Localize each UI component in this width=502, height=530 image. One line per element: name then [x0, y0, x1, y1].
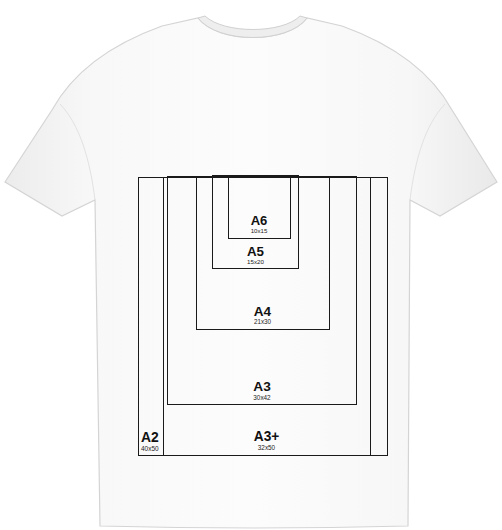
size-label-group: A515x20 — [213, 245, 298, 265]
size-dimensions: 10x15 — [229, 228, 290, 235]
size-dimensions: 30x42 — [168, 394, 356, 401]
size-label-group: A3+32x50 — [164, 430, 370, 451]
size-name: A6 — [229, 214, 290, 227]
print-area-box: A240x50A3+32x50A330x42A421x30A515x20A610… — [138, 177, 388, 456]
sleeve-seam — [410, 104, 445, 200]
size-dimensions: 15x20 — [213, 258, 298, 265]
size-dimensions: 21x30 — [197, 318, 329, 325]
print-area-box: A3+32x50 A330x42 A421x30 A515x20 A610x15 — [163, 177, 371, 456]
size-label-group: A421x30 — [197, 305, 329, 326]
tshirt-body — [5, 18, 497, 528]
size-label-group: A330x42 — [168, 380, 356, 401]
print-area-box: A330x42 A421x30 A515x20 A610x15 — [167, 176, 357, 405]
size-name: A4 — [197, 305, 329, 319]
print-area-box: A515x20 A610x15 — [212, 175, 299, 269]
size-name: A5 — [213, 245, 298, 258]
size-label-group: A610x15 — [229, 214, 290, 234]
size-name: A3+ — [164, 430, 370, 444]
size-dimensions: 32x50 — [164, 444, 370, 451]
print-area-box: A421x30 A515x20 A610x15 — [196, 176, 330, 330]
tshirt-collar — [198, 16, 307, 38]
print-area-box: A610x15 — [228, 175, 291, 239]
sleeve-seam — [60, 104, 95, 200]
size-name: A3 — [168, 380, 356, 394]
